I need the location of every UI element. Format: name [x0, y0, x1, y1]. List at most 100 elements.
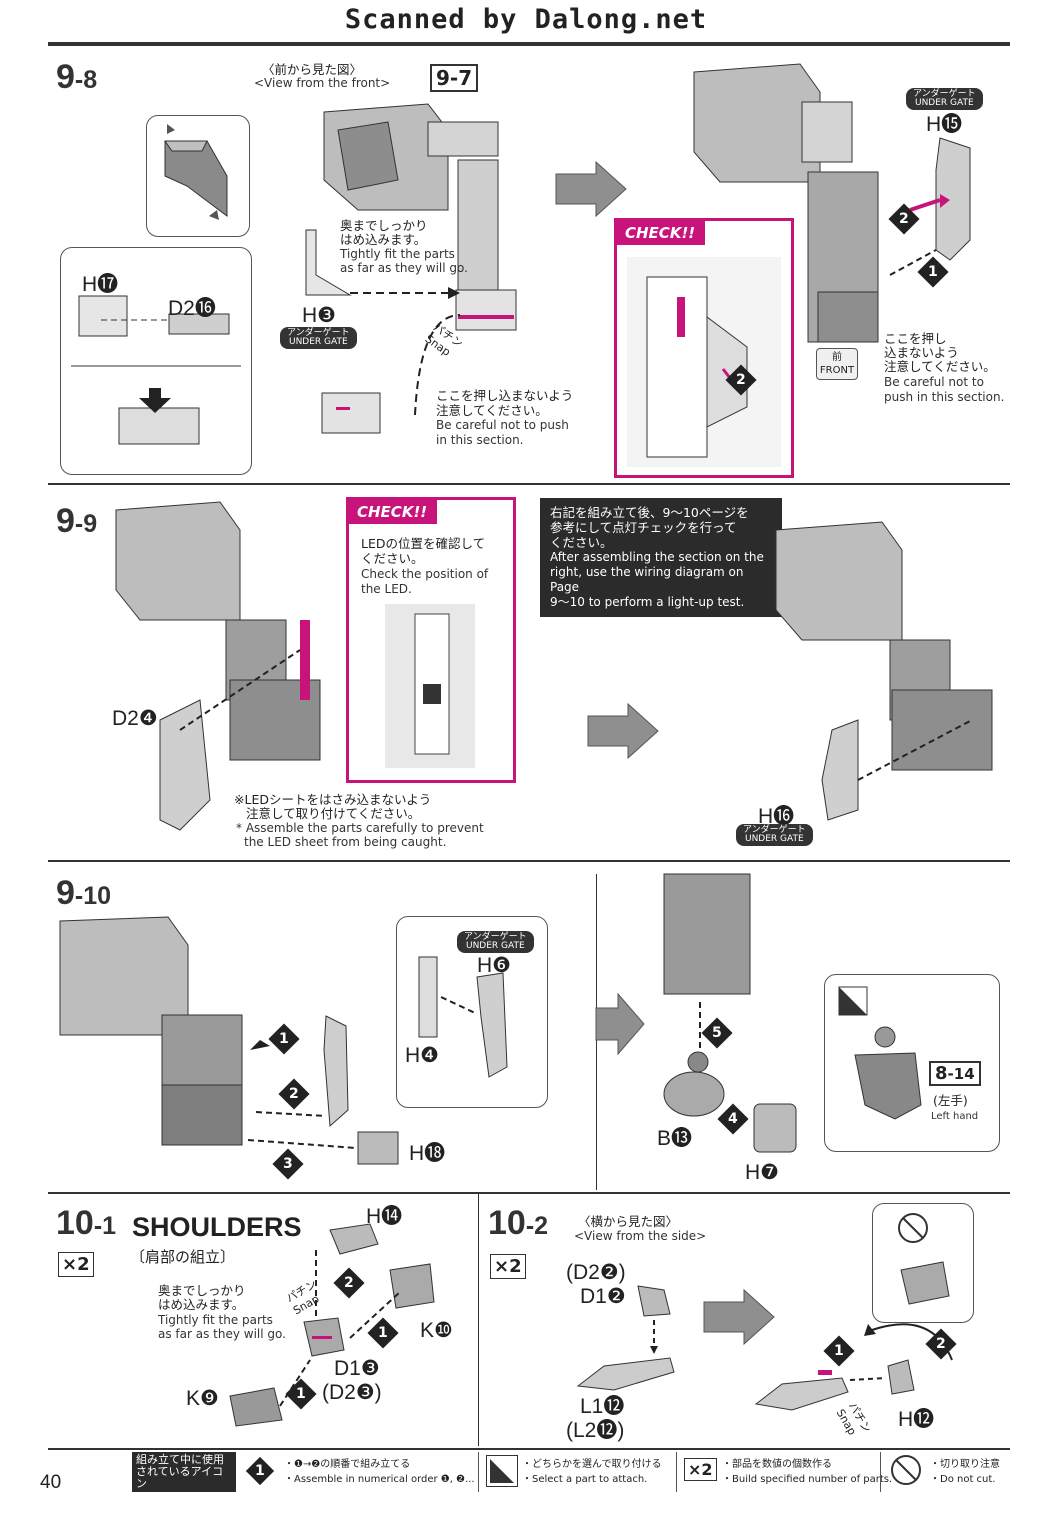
- check-led-jp-2: ください。: [361, 551, 424, 566]
- legend-top-rule: [48, 1448, 1010, 1450]
- legend-sep-1: [478, 1452, 479, 1492]
- part-h15-drawing: [889, 137, 971, 276]
- progress-arrow-9-9: [587, 702, 659, 760]
- part-d23: (D2❸): [322, 1381, 382, 1404]
- legend-select-jp: ・どちらかを選んで取り付ける: [522, 1459, 662, 1470]
- section-title-shoulders: SHOULDERS: [132, 1212, 302, 1242]
- part-b13: B⓭: [657, 1127, 693, 1150]
- part-detail-drawing: [164, 124, 228, 220]
- legend-sep-3: [880, 1452, 881, 1492]
- divider-9-9: [48, 860, 1010, 862]
- note-tight-fit-jp-2: はめ込みます。: [340, 232, 427, 247]
- note-push-jp-1: ここを押し: [884, 331, 947, 346]
- view-front-label-jp: 〈前から見た図〉: [262, 62, 363, 77]
- lower-arm-hand-assembly: [663, 873, 797, 1153]
- note-tight-fit-jp-1: 奥までしっかり: [340, 218, 428, 233]
- detail-box-left-hand: 8-14 (左手) Left hand: [824, 974, 1000, 1152]
- light-test-note: 右記を組み立て後、9〜10ページを 参考にして点灯チェックを行って ください。 …: [540, 498, 782, 617]
- part-h4: H❹: [405, 1044, 439, 1067]
- check-panel-9-9: CHECK!! LEDの位置を確認して ください。 Check the posi…: [346, 497, 516, 783]
- note-fit-10-1-jp-2: はめ込みます。: [158, 1297, 245, 1312]
- part-h17: H⓱: [82, 273, 119, 296]
- part-h12: H⓬: [898, 1408, 935, 1431]
- legend-multiplier-en: ・Build specified number of parts.: [722, 1474, 893, 1485]
- left-hand-jp: (左手): [933, 1093, 968, 1108]
- check-heading: CHECK!!: [617, 221, 706, 245]
- check-detail-drawing: [627, 257, 781, 467]
- detail-box-h17-d216: [60, 247, 252, 475]
- sub-assembly-drawing: [71, 295, 241, 445]
- note-fit-10-1-en-2: as far as they will go.: [158, 1327, 286, 1341]
- left-hand-en: Left hand: [931, 1111, 979, 1122]
- top-rule: [48, 42, 1010, 46]
- check-led-jp-1: LEDの位置を確認して: [361, 536, 486, 551]
- detail-box-do-not-cut: [872, 1203, 974, 1323]
- note-careful-jp-1: ここを押し込まないよう: [436, 388, 574, 403]
- do-not-cut-detail: [898, 1213, 950, 1305]
- ref-step-8-14: 8-14: [929, 1061, 981, 1086]
- ref-step-9-7: 9-7: [430, 64, 479, 92]
- legend-do-not-cut-jp: ・切り取り注意: [930, 1459, 1000, 1470]
- part-l212: (L2⓬): [566, 1419, 625, 1442]
- part-d216: D2⓰: [168, 297, 216, 320]
- step-9-8-number: 9-8: [56, 58, 98, 96]
- note-push-jp-3: 注意してください。: [884, 359, 996, 374]
- part-k9: K❾: [186, 1387, 219, 1410]
- warn-led-jp-1: ※LEDシートをはさみ込まないよう: [234, 792, 432, 807]
- part-d13: D1❸: [334, 1357, 380, 1380]
- note-careful-en-1: Be careful not to push: [436, 418, 569, 432]
- part-h6: H❻: [477, 954, 511, 977]
- page-number: 40: [40, 1472, 62, 1493]
- shoulder-assembly-drawing: [229, 1223, 435, 1427]
- note-careful-jp-2: 注意してください。: [436, 403, 548, 418]
- note-push-en-1: Be careful not to: [884, 375, 984, 389]
- part-d12: D1❷: [580, 1285, 626, 1308]
- view-side-label-jp: 〈横から見た図〉: [578, 1214, 679, 1229]
- scan-banner: Scanned by Dalong.net: [344, 4, 708, 35]
- part-h18: H⓲: [409, 1142, 446, 1165]
- note-push-en-2: push in this section.: [884, 390, 1005, 404]
- legend-do-not-cut-en: ・Do not cut.: [930, 1474, 996, 1485]
- step-10-1-number: 10-1: [56, 1204, 117, 1242]
- view-front-label-en: <View from the front>: [254, 76, 391, 90]
- note-tight-fit-en-2: as far as they will go.: [340, 261, 468, 275]
- legend-order-icon: 1: [245, 1456, 275, 1486]
- part-l112: L1⓬: [580, 1395, 625, 1418]
- warn-led-jp-2: 注意して取り付けてください。: [246, 806, 421, 821]
- multiplier-x2-10-1: ×2: [58, 1252, 94, 1277]
- view-side-label-en: <View from the side>: [574, 1229, 707, 1243]
- note-tight-fit-en-1: Tightly fit the parts: [340, 247, 455, 261]
- legend-do-not-cut-icon: [890, 1454, 922, 1486]
- legend-select-icon: [486, 1455, 518, 1487]
- torso-arm-led-view: [115, 501, 321, 831]
- divider-10-1-vertical: [478, 1192, 479, 1446]
- part-h15: H⓯: [926, 113, 963, 136]
- side-view-assembled: [754, 1323, 953, 1411]
- legend-sep-2: [676, 1452, 677, 1492]
- note-fit-10-1-jp-1: 奥までしっかり: [158, 1283, 246, 1298]
- part-k10: K❿: [420, 1319, 453, 1342]
- detail-box-top: [146, 115, 250, 237]
- step-10-2-number: 10-2: [488, 1204, 549, 1242]
- torso-arm-after-h15: [693, 63, 879, 343]
- legend-order-jp: ・❶→❷の順番で組み立てる: [284, 1459, 411, 1470]
- legend-multiplier-jp: ・部品を数値の個数作る: [722, 1459, 832, 1470]
- step-9-10-number: 9-10: [56, 874, 112, 912]
- part-h3: H❸: [302, 304, 336, 327]
- legend-order-en: ・Assemble in numerical order ❶, ❷...: [284, 1474, 475, 1485]
- part-h7: H❼: [745, 1161, 779, 1184]
- assembly-guide-lines: [305, 229, 461, 434]
- legend-select-en: ・Select a part to attach.: [522, 1474, 648, 1485]
- progress-arrow-9-10: [595, 992, 645, 1056]
- check-led-en-1: Check the position of: [361, 567, 489, 581]
- assembly-parts-9-10: [247, 1015, 399, 1165]
- led-photo: [385, 604, 475, 768]
- part-d22: (D2❷): [566, 1261, 626, 1284]
- torso-arm-9-10: [59, 916, 243, 1146]
- progress-arrow-10-2: [703, 1288, 775, 1346]
